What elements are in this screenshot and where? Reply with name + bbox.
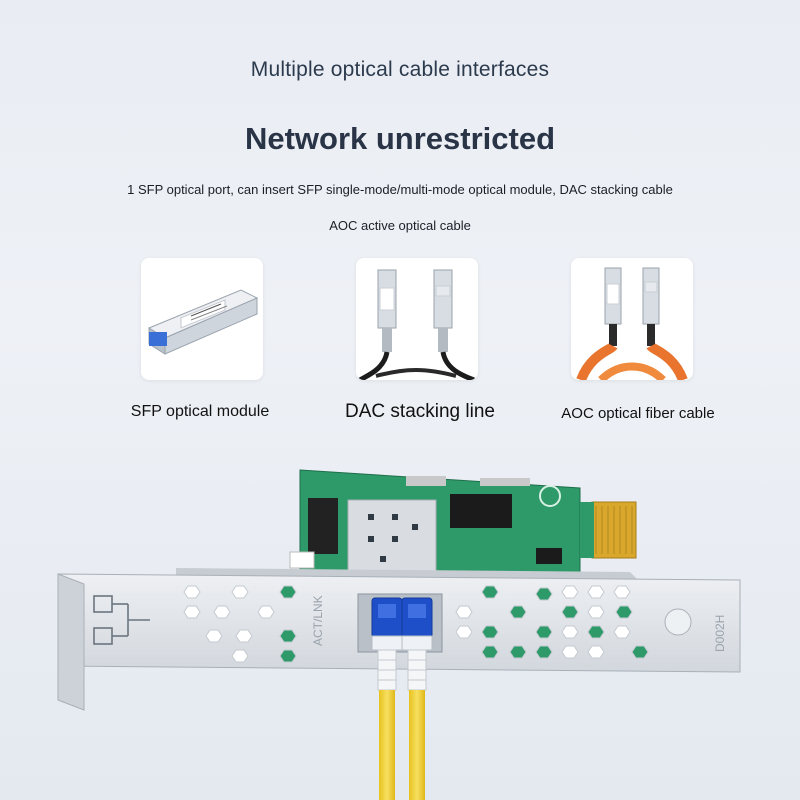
subtitle: Multiple optical cable interfaces [250,58,550,81]
network-icon [93,595,150,645]
description-line-1: 1 SFP optical port, can insert SFP singl… [127,182,673,197]
model-label: D002H [713,615,727,652]
aoc-cable-label: AOC optical fiber cable [561,405,715,422]
sfp-cage [347,499,437,573]
main-chip [450,494,512,528]
aoc-cable-image [576,267,688,380]
sfp-module-card [141,258,263,380]
fiber-cable-left [379,690,395,800]
sfp-module-image [147,289,259,355]
dac-cable-label: DAC stacking line [345,401,495,422]
description-line-2: AOC active optical cable [329,218,471,233]
aoc-cable-card [571,258,693,380]
fiber-cable-right [409,690,425,800]
dac-cable-image [358,269,475,380]
sfp-module-label: SFP optical module [130,403,270,420]
page-title: Network unrestricted [244,121,556,156]
dac-cable-card [356,258,478,380]
port-status-label: ACT/LNK [311,595,325,646]
network-card-image: ACT/LNK D002H [57,469,741,800]
